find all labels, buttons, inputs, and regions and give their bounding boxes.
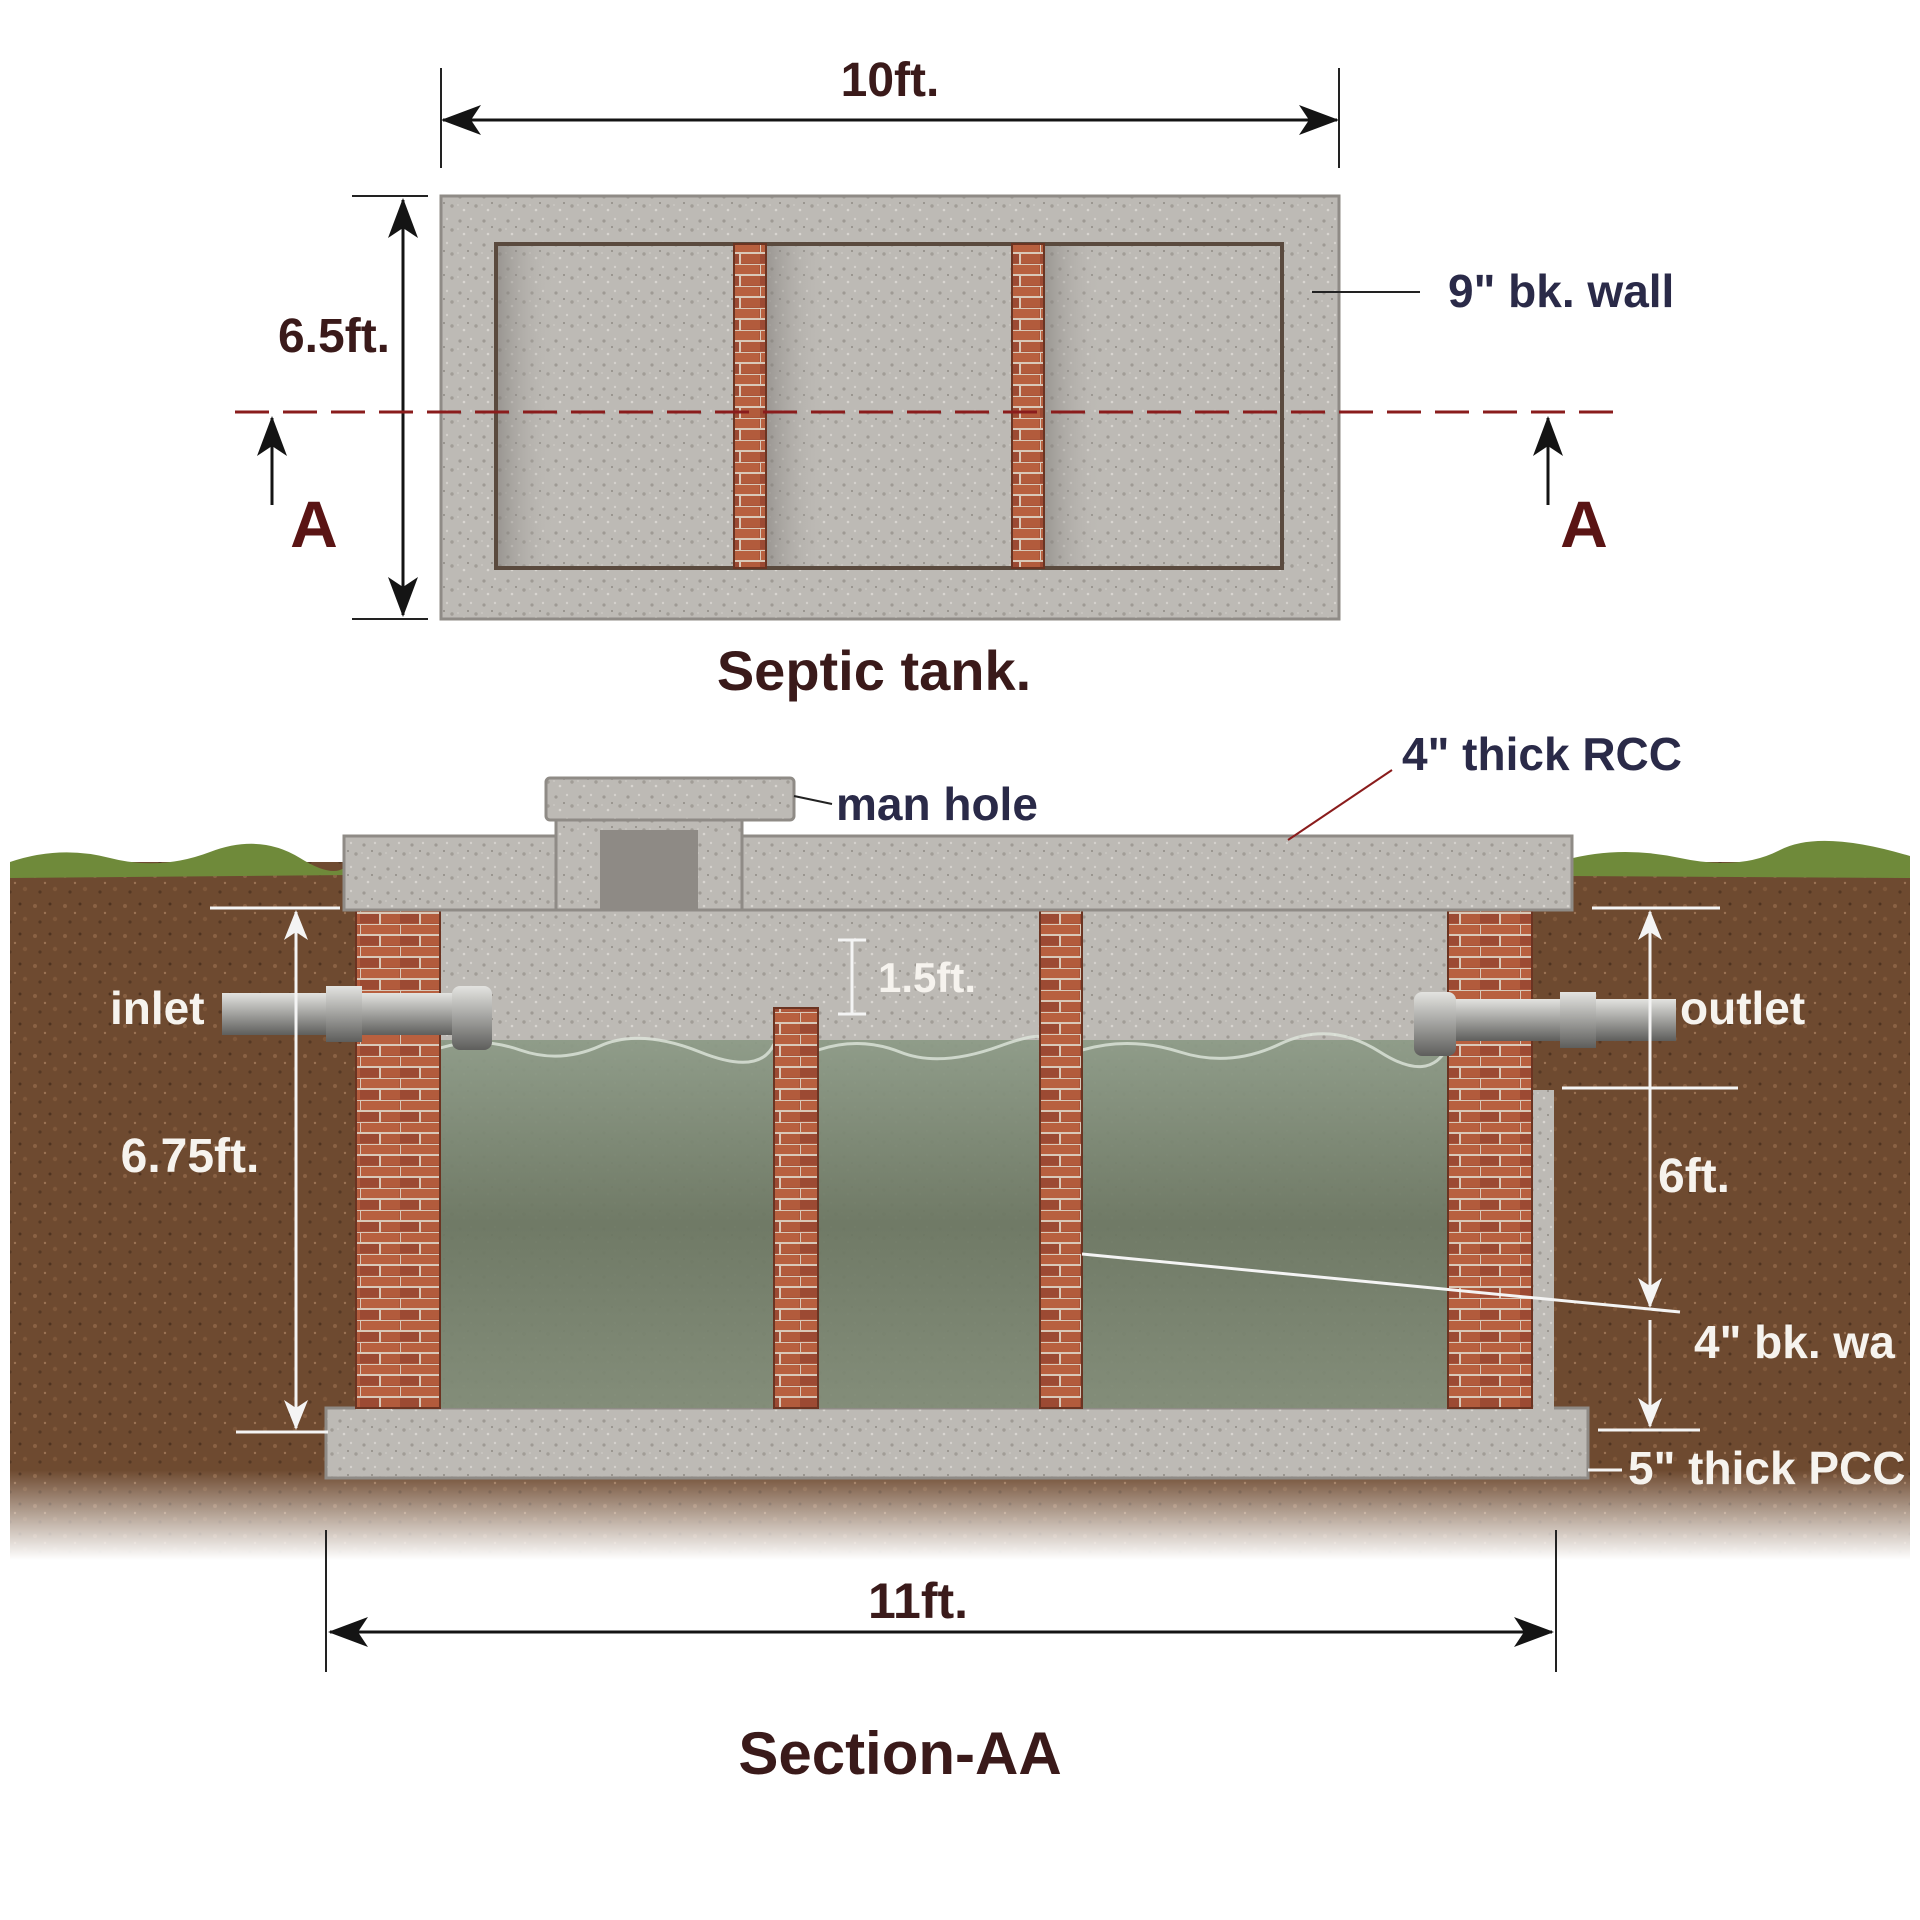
rcc-slab-leader xyxy=(1287,769,1393,841)
outlet-pipe-coupling xyxy=(1560,992,1596,1048)
section-mark-left: A xyxy=(290,487,338,561)
section-title: Section-AA xyxy=(738,1720,1061,1787)
section-view: 4" thick RCC man hole 1.5ft. inlet outle… xyxy=(10,728,1910,1787)
outer-brick-wall-right xyxy=(1447,905,1533,1409)
plan-title: Septic tank. xyxy=(717,639,1031,702)
rcc-slab-label: 4" thick RCC xyxy=(1402,728,1682,780)
length-label: 11ft. xyxy=(868,1573,968,1629)
soil-fade xyxy=(10,1470,1910,1560)
plan-width-label: 10ft. xyxy=(841,54,940,107)
outer-brick-wall-left xyxy=(355,905,441,1409)
base-pcc-slab xyxy=(324,1406,1590,1480)
water-surface-ripples xyxy=(439,1032,1450,1068)
outlet-pipe-elbow xyxy=(1414,992,1456,1056)
plan-partition-wall-2 xyxy=(1011,243,1045,569)
plan-chamber-2-shade xyxy=(766,246,1012,566)
freeboard-label: 1.5ft. xyxy=(878,954,976,1001)
inlet-pipe-elbow xyxy=(452,986,492,1050)
plan-chamber-3-shade xyxy=(1044,246,1280,566)
plan-partition-wall-1 xyxy=(733,243,767,569)
plan-wall-label: 9" bk. wall xyxy=(1448,265,1674,317)
baffle-wall-1 xyxy=(773,1007,819,1409)
grass-strip-left xyxy=(10,843,350,878)
manhole-cover xyxy=(544,776,796,822)
partition-leader xyxy=(1081,1252,1681,1314)
water-chamber-3 xyxy=(1082,1040,1448,1408)
manhole-label: man hole xyxy=(836,778,1038,830)
inlet-pipe-coupling xyxy=(326,986,362,1042)
plan-view: 10ft. 6.5ft. A A 9" bk. wall Septic tank… xyxy=(235,54,1674,702)
outlet-pipe xyxy=(1424,999,1676,1041)
base-label: 5" thick PCC xyxy=(1628,1442,1905,1494)
baffle-wall-2 xyxy=(1039,905,1083,1409)
rcc-top-slab xyxy=(342,834,1574,912)
liquid-depth-label: 6ft. xyxy=(1658,1150,1730,1203)
partition-label: 4" bk. wa xyxy=(1694,1316,1895,1368)
inlet-label: inlet xyxy=(110,982,205,1034)
manhole-leader xyxy=(793,795,833,805)
outlet-label: outlet xyxy=(1680,982,1805,1034)
section-mark-right: A xyxy=(1560,487,1608,561)
depth-label: 6.75ft. xyxy=(121,1130,260,1183)
manhole-opening xyxy=(600,830,698,910)
water-chamber-1 xyxy=(440,1040,774,1408)
plan-height-label: 6.5ft. xyxy=(278,310,390,363)
plan-chamber-1-shade xyxy=(498,246,734,566)
water-chamber-2 xyxy=(818,1040,1040,1408)
grass-strip-right xyxy=(1565,840,1910,878)
